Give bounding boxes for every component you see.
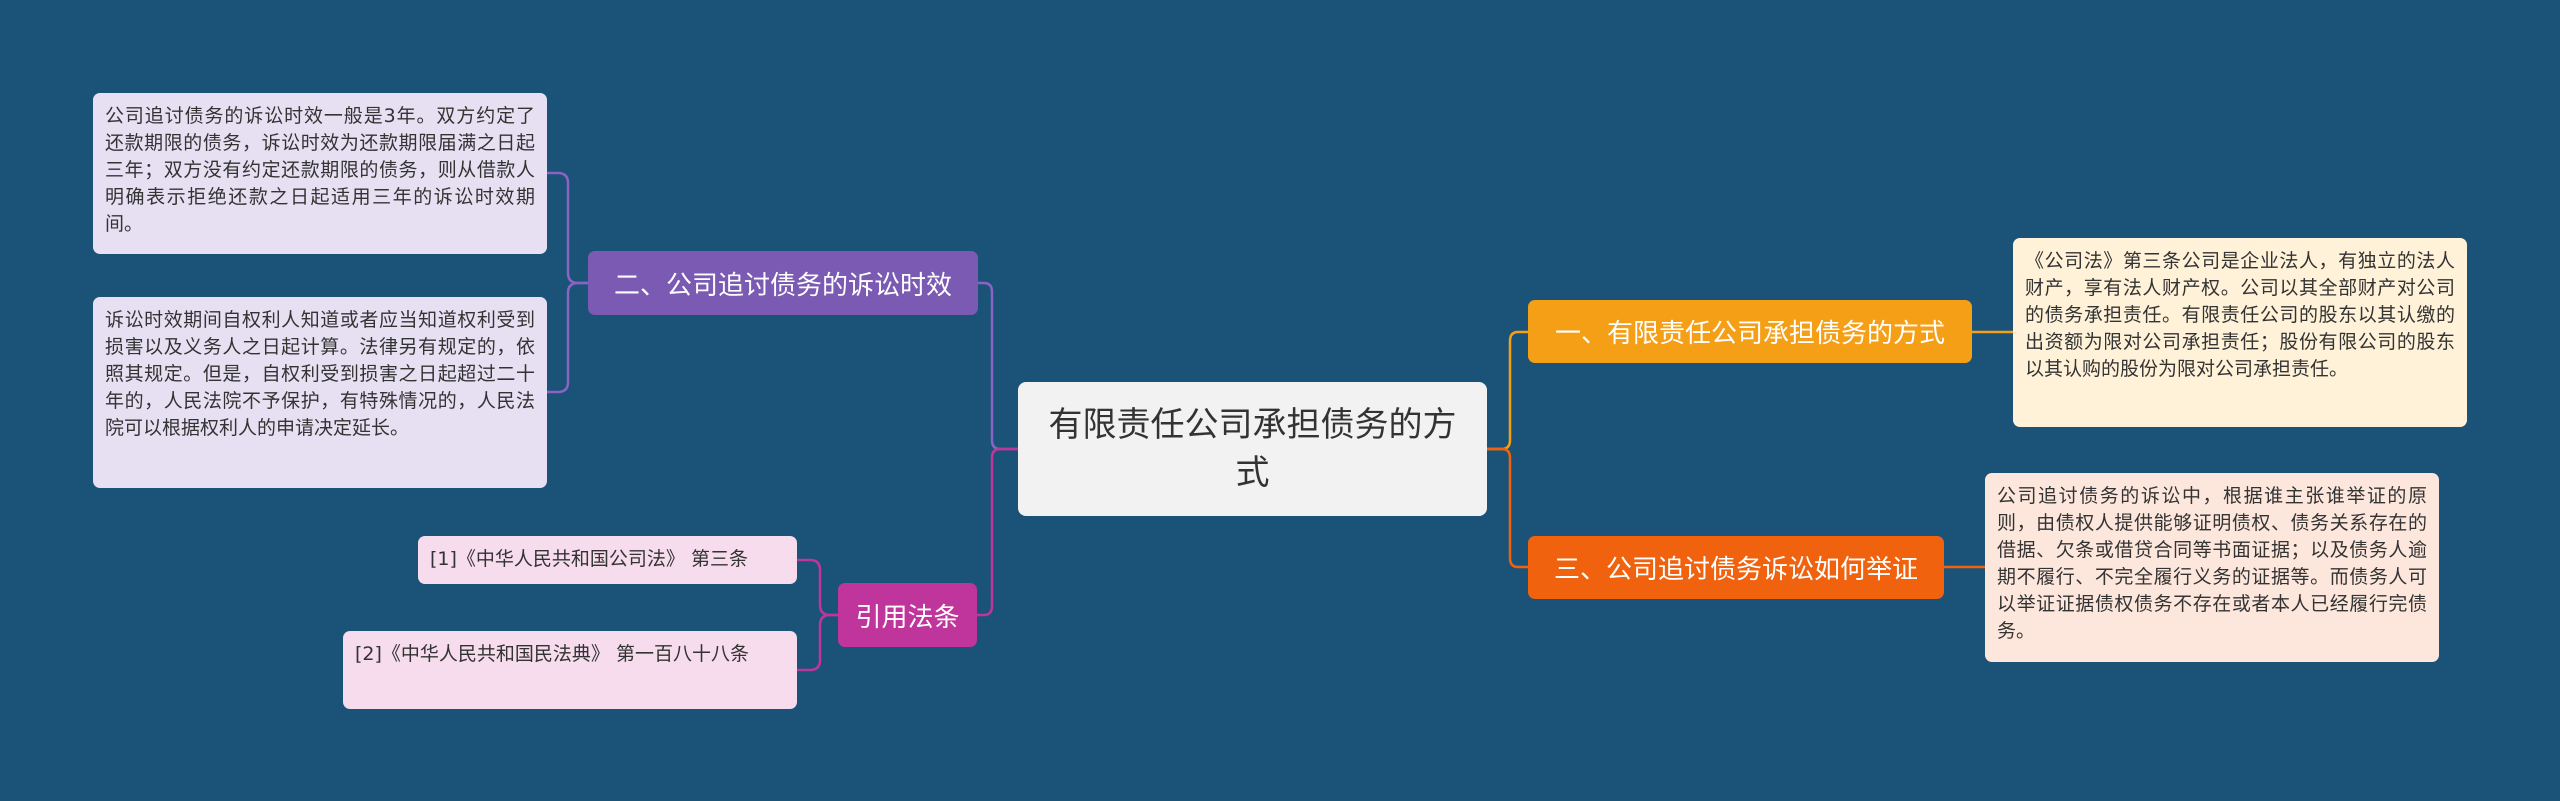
leaf-evidence-principle[interactable]: 公司追讨债务的诉讼中，根据谁主张谁举证的原则，由债权人提供能够证明债权、债务关系… <box>1985 473 2439 662</box>
leaf-civil-code-citation[interactable]: [2]《中华人民共和国民法典》 第一百八十八条 <box>343 631 797 709</box>
branch-statute-of-limitations[interactable]: 二、公司追讨债务的诉讼时效 <box>588 251 978 315</box>
branch-evidence-burden[interactable]: 三、公司追讨债务诉讼如何举证 <box>1528 536 1944 599</box>
link-center-to-liability <box>1487 330 1528 451</box>
leaf-limitation-start[interactable]: 诉讼时效期间自权利人知道或者应当知道权利受到损害以及义务人之日起计算。法律另有规… <box>93 297 547 488</box>
leaf-company-law-article3[interactable]: 《公司法》第三条公司是企业法人，有独立的法人财产，享有法人财产权。公司以其全部财… <box>2013 238 2467 427</box>
branch-liability-methods[interactable]: 一、有限责任公司承担债务的方式 <box>1528 300 1972 363</box>
link-limitation-to-leaf2 <box>547 281 588 394</box>
leaf-company-law-citation[interactable]: [1]《中华人民共和国公司法》 第三条 <box>418 536 797 584</box>
link-limitation-to-leaf1 <box>547 171 588 285</box>
center-topic[interactable]: 有限责任公司承担债务的方式 <box>1018 382 1487 516</box>
branch-cited-statutes[interactable]: 引用法条 <box>838 583 977 647</box>
link-center-to-statutes <box>977 447 1018 617</box>
link-center-to-limitation <box>978 281 1018 451</box>
link-statutes-to-leaf4 <box>797 613 838 672</box>
link-statutes-to-leaf3 <box>797 558 838 617</box>
leaf-limitation-period[interactable]: 公司追讨债务的诉讼时效一般是3年。双方约定了还款期限的债务，诉讼时效为还款期限届… <box>93 93 547 254</box>
link-center-to-evidence <box>1487 447 1528 569</box>
